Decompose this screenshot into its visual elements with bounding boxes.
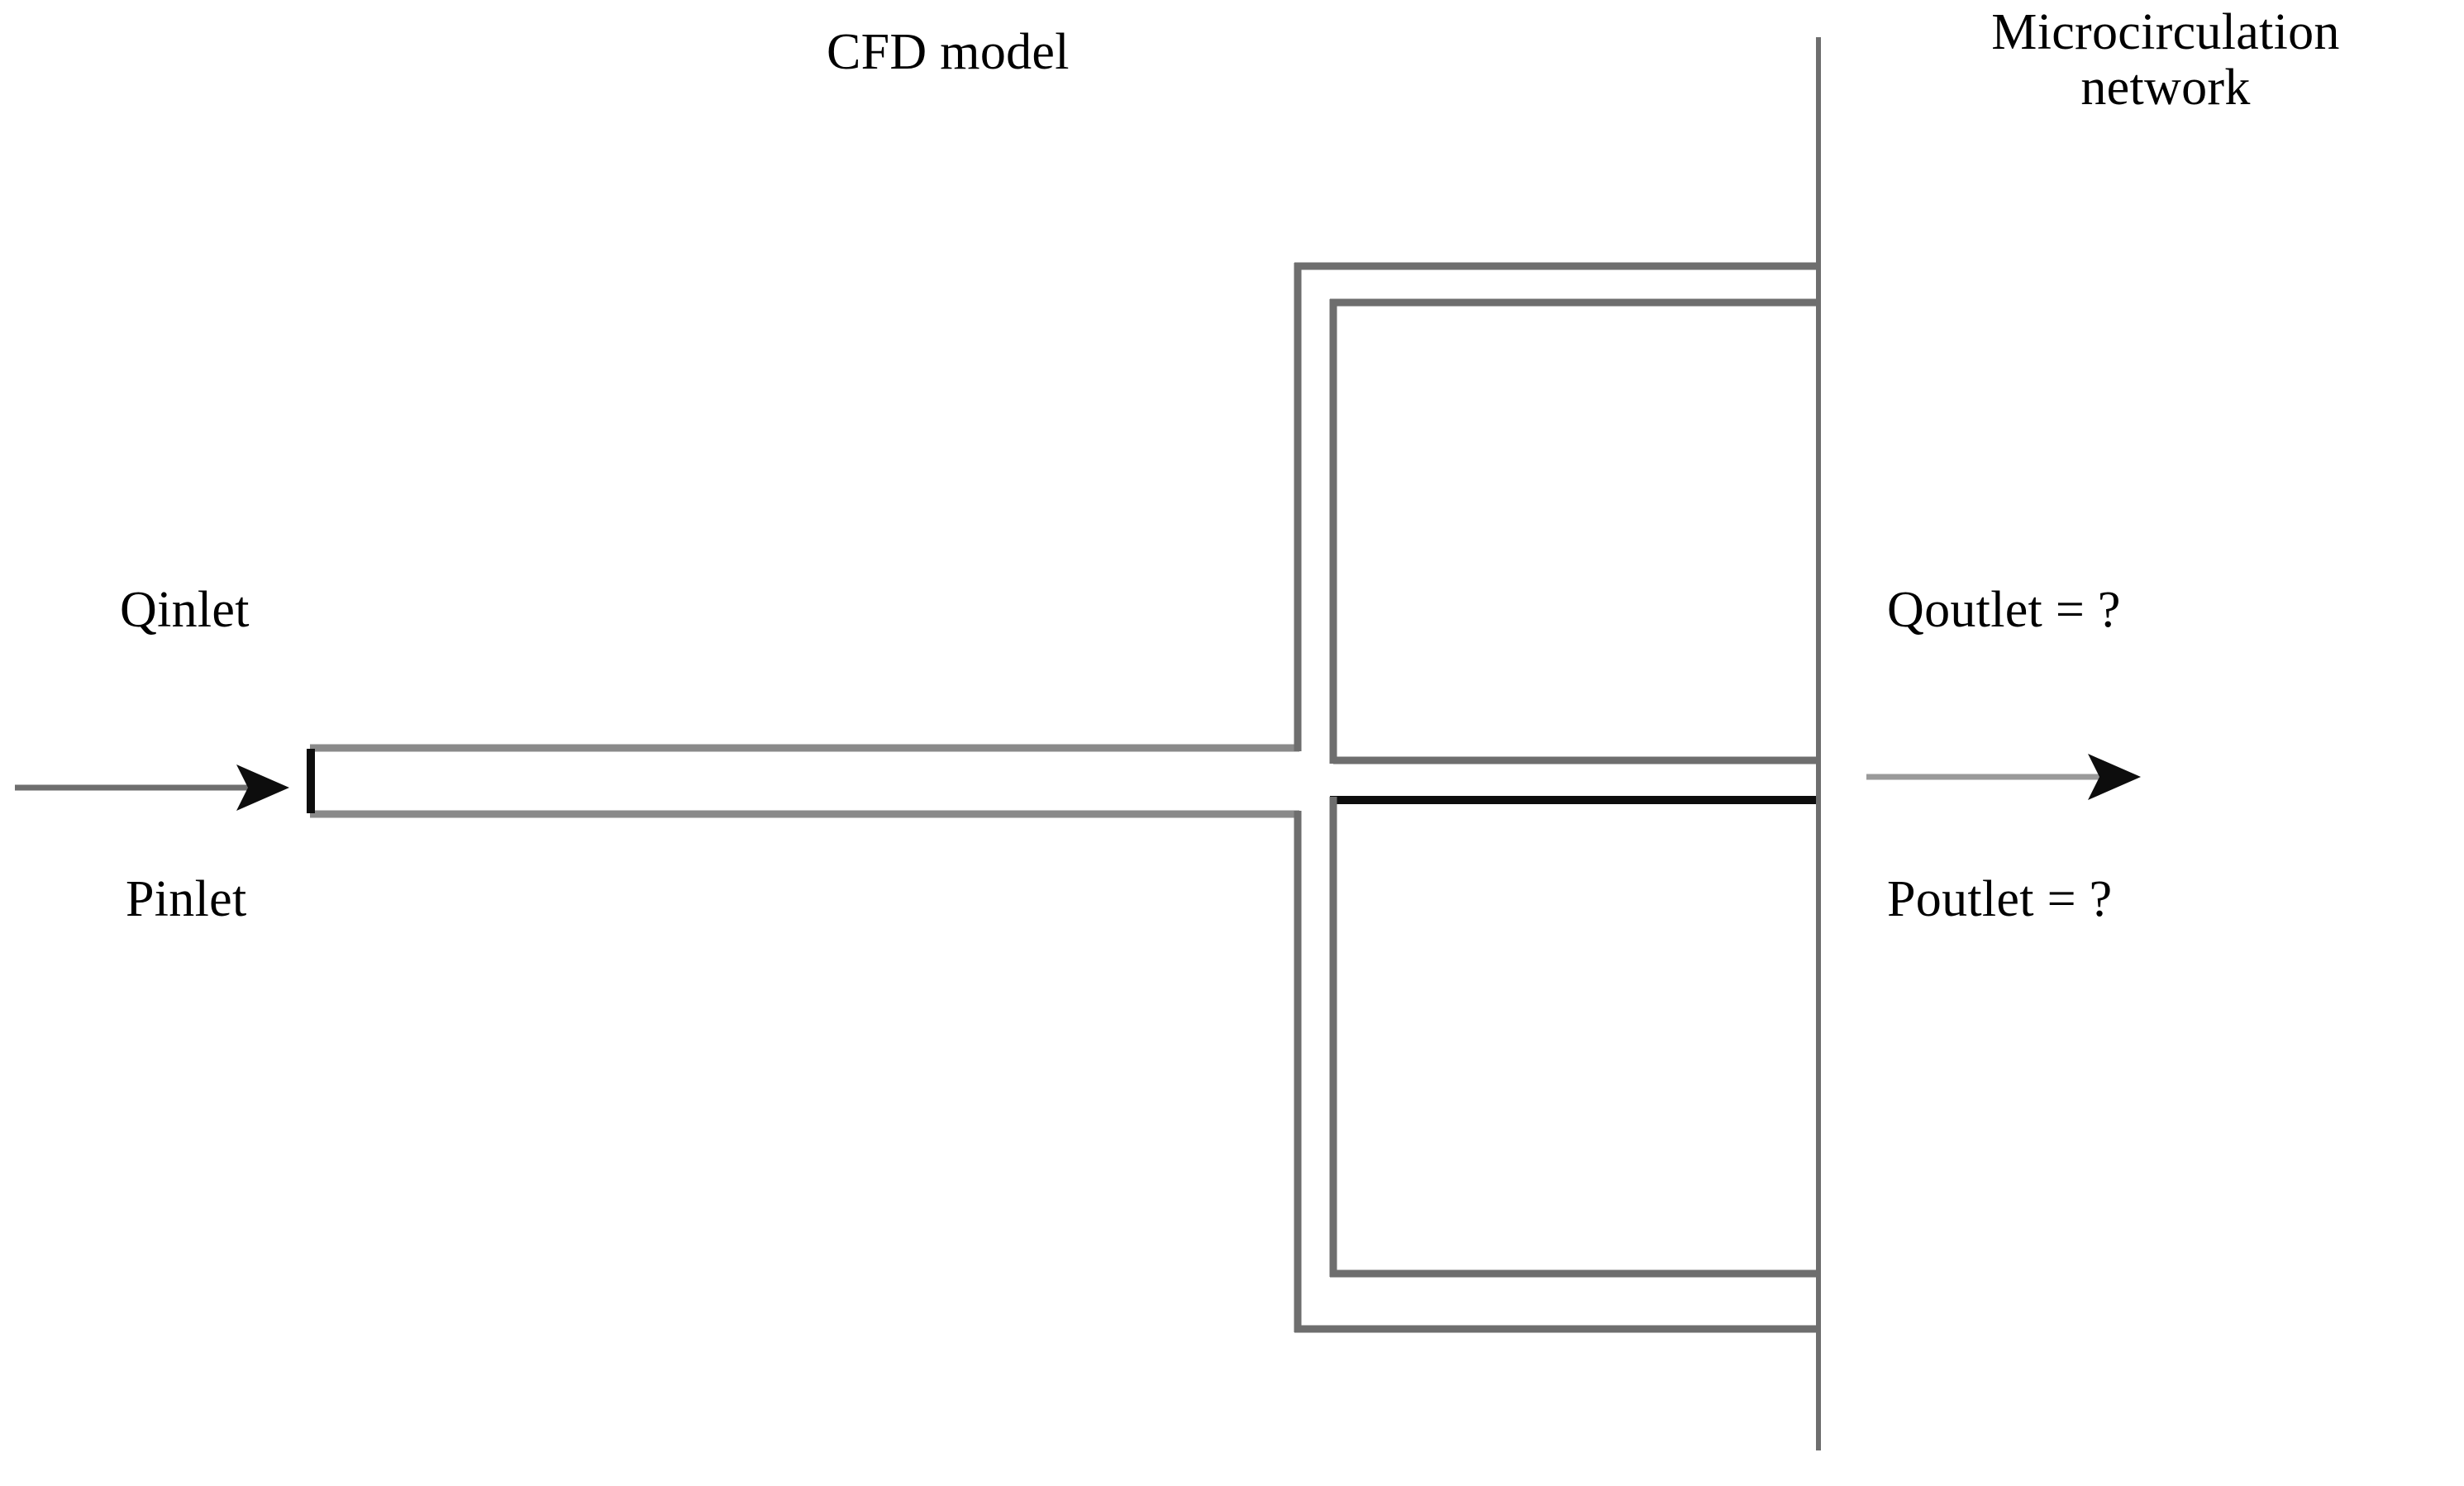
cfd-model-title: CFD model [827,24,1070,80]
outlet-arrow-head [2088,754,2141,800]
lower-branch-outer-wall [1294,811,1820,1333]
microcirculation-network-title: Microcirculation network [1991,4,2340,116]
lower-branch-inner-wall [1329,796,1820,1278]
upper-branch-inner-wall [1329,298,1820,764]
main-inlet-channel [307,744,1299,818]
p-inlet-label: Pinlet [126,871,247,927]
q-outlet-label: Qoutlet = ? [1887,582,2121,638]
outlet-flow-arrow [1866,754,2141,800]
q-inlet-label: Qinlet [120,582,250,638]
inlet-arrow-head [236,764,289,811]
upper-branch-outer-wall [1294,262,1820,751]
p-outlet-label: Poutlet = ? [1887,871,2113,927]
inlet-flow-arrow [15,764,289,811]
